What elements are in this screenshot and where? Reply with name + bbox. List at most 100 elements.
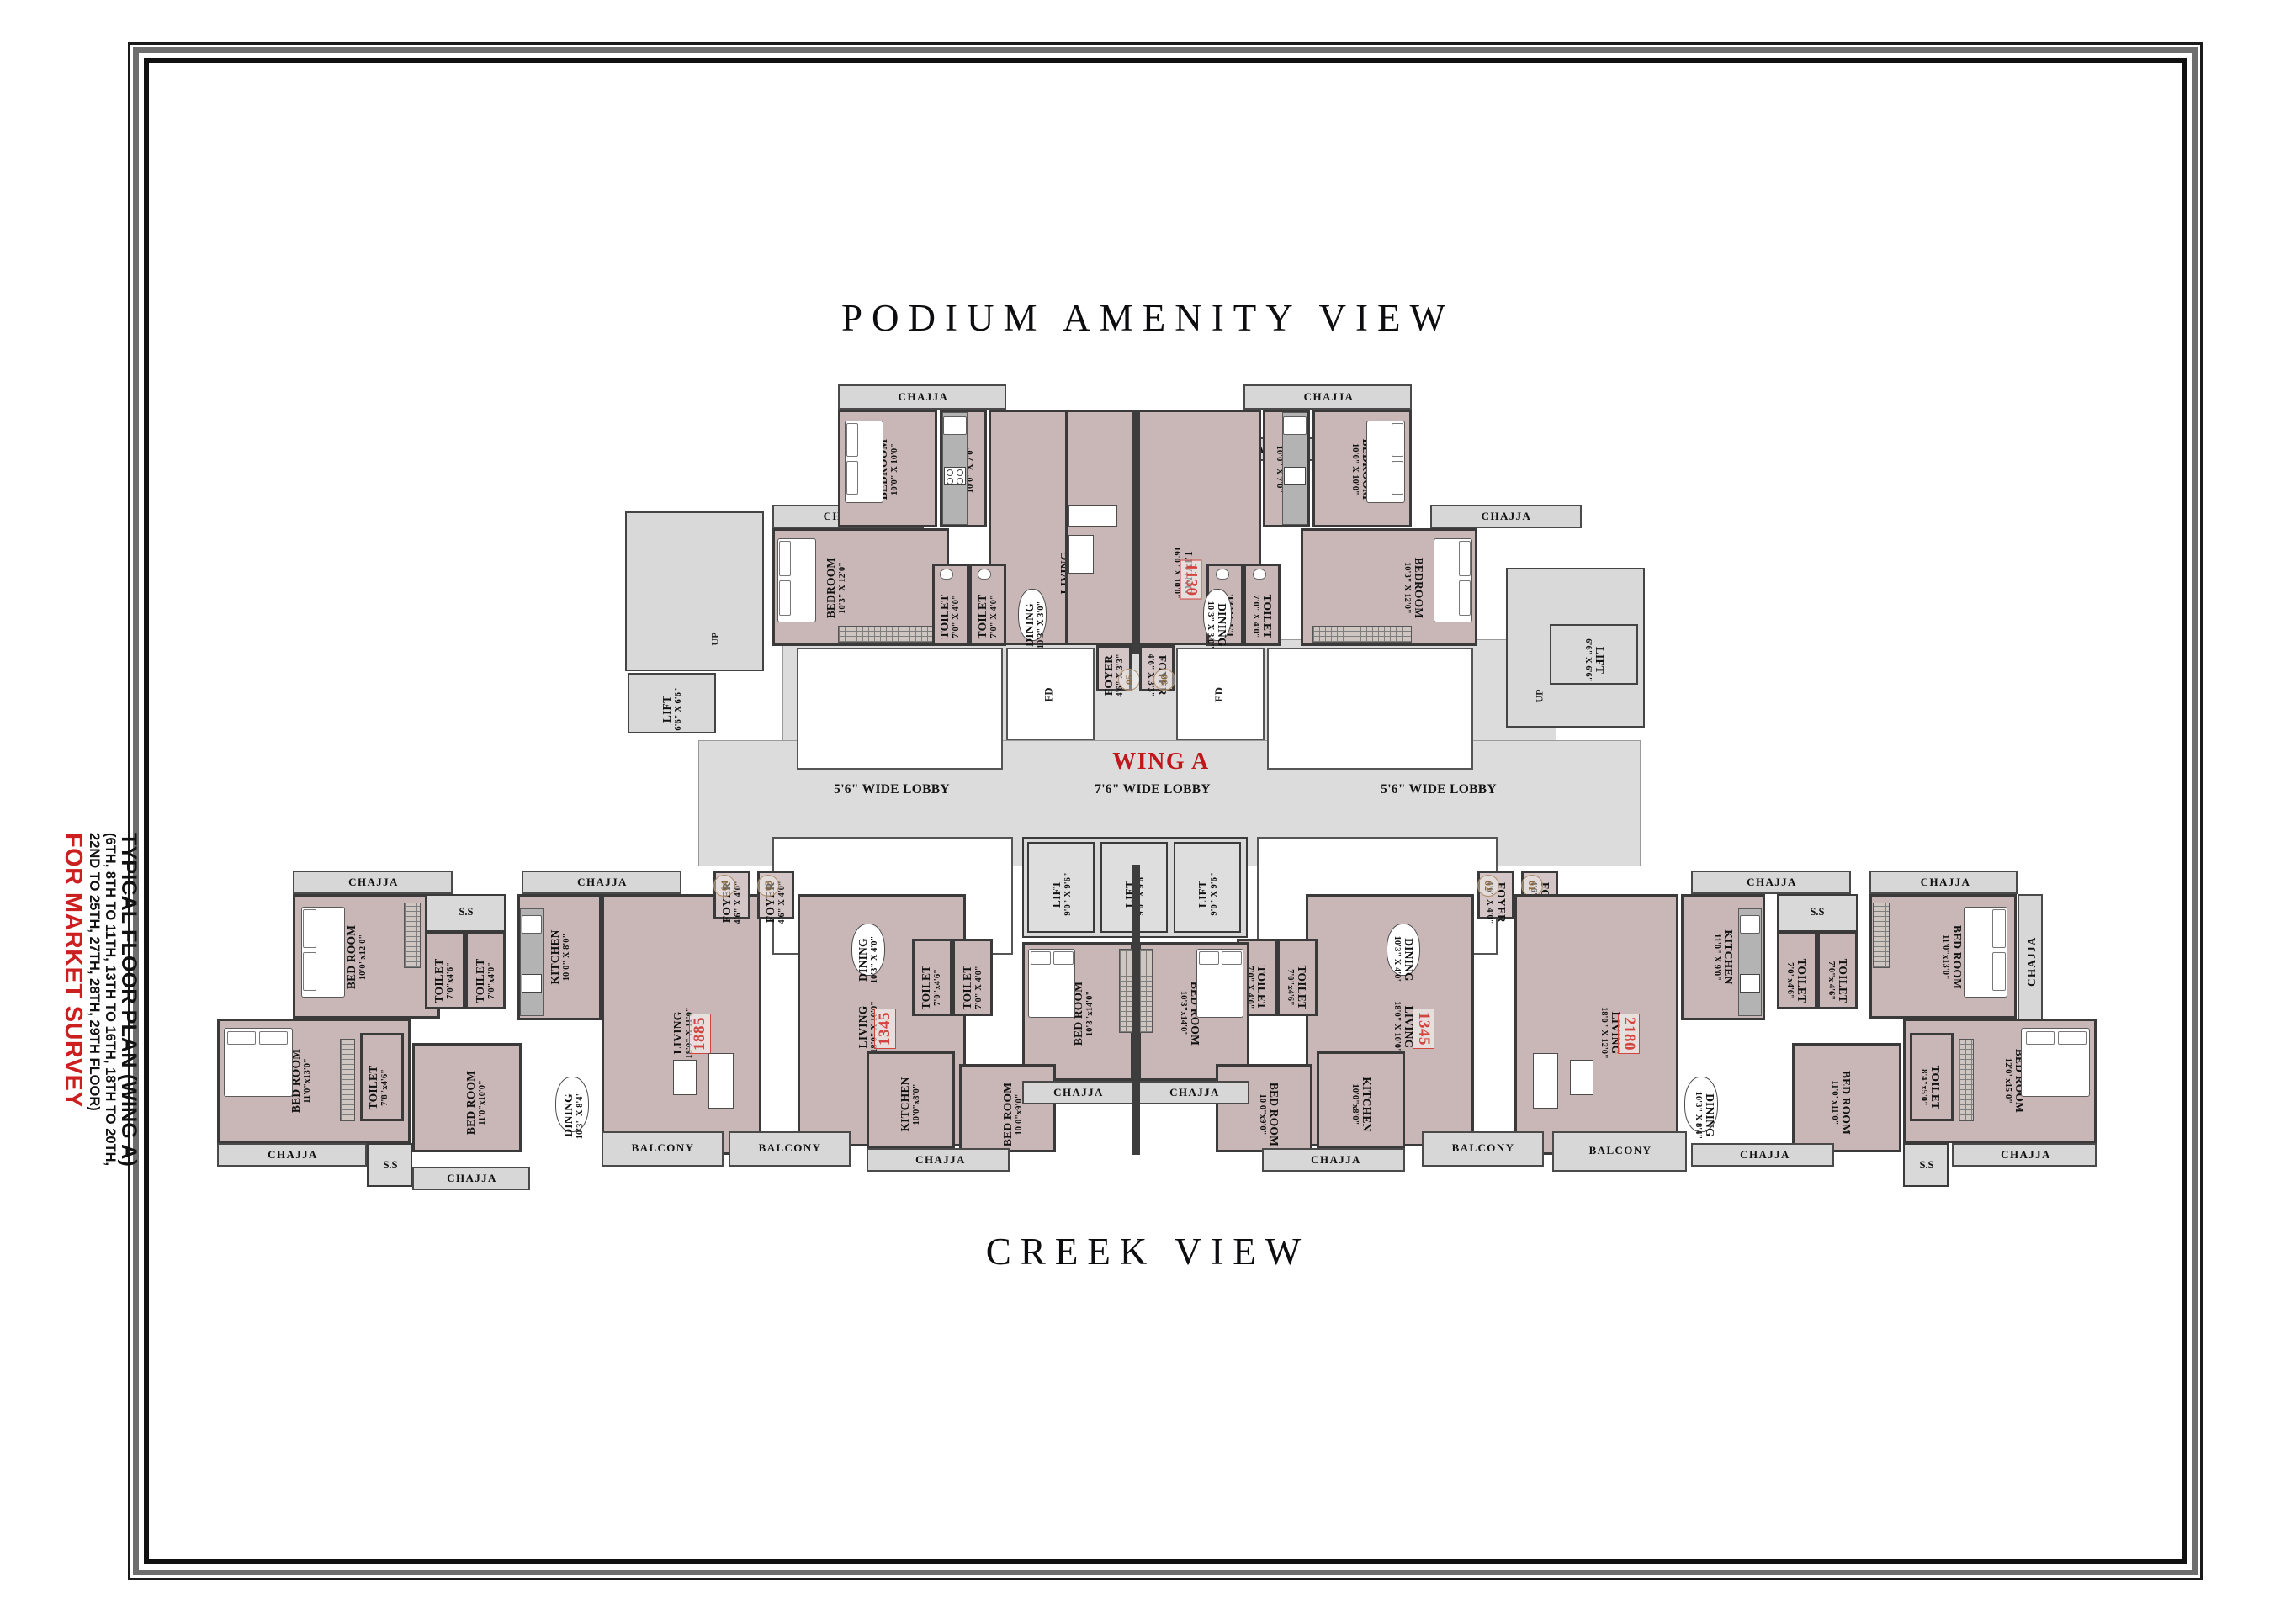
unit-06-foyer	[1139, 645, 1175, 691]
chajja-label: CHAJJA	[898, 390, 949, 403]
lift-1	[1027, 842, 1095, 933]
chajja-right-vertical	[2018, 894, 2043, 1024]
room-label-dining: DINING 10'3" X 8'4"	[562, 1091, 585, 1140]
unit-01-living	[1514, 894, 1678, 1155]
balcony-right-2	[1552, 1131, 1687, 1172]
service-shaft-upper-left	[425, 894, 506, 932]
service-shaft-bottom-left	[367, 1143, 412, 1187]
unit-01-area-badge: 2180	[1618, 1014, 1640, 1054]
pillow	[846, 461, 858, 495]
room-label-dining: DINING 10'3" X 3'0"	[1206, 601, 1228, 649]
wardrobe	[1873, 903, 1890, 968]
dining-table	[1684, 1077, 1718, 1132]
service-shaft-upper-right	[1777, 894, 1858, 932]
service-lift-left	[628, 673, 716, 733]
sofa	[1570, 1060, 1593, 1095]
unit-04-toilet-c	[360, 1033, 404, 1121]
wardrobe	[1119, 949, 1132, 1033]
unit-number-03: 03	[757, 875, 779, 897]
lobby-label-center: 7'6" WIDE LOBBY	[1095, 782, 1211, 797]
stove	[1284, 467, 1306, 485]
unit-04-toilet-b	[465, 932, 506, 1009]
chajja-bottom-6	[1262, 1148, 1405, 1172]
room-label-toilet: TOILET 7'0" X 4'0"	[976, 594, 999, 639]
chajja-label: CHAJJA	[348, 876, 399, 888]
unit-02-bedroom-b	[1216, 1064, 1312, 1152]
duct-label-fd: FD	[1042, 687, 1055, 702]
chajja-label: CHAJJA	[1303, 390, 1355, 403]
wardrobe	[1312, 626, 1412, 643]
room-label-kitchen: KITCHEN 10'0"x8'0"	[899, 1077, 921, 1132]
kitchen-sink	[1740, 915, 1760, 934]
pillow	[227, 1031, 256, 1045]
chajja-label: CHAJJA	[1740, 1148, 1790, 1161]
wing-label: WING A	[1112, 749, 1210, 775]
room-label-toilet: TOILET 7'0"x4'6"	[1785, 958, 1808, 1003]
service-shaft-label: S.S	[383, 1159, 398, 1171]
room-label-dining: DINING 10'3" X 4'0"	[1392, 935, 1415, 984]
sofa	[1068, 535, 1094, 574]
unit-04-bedroom-c	[412, 1043, 522, 1152]
unit-number-04: 04	[713, 875, 735, 897]
chajja-label: CHAJJA	[1481, 510, 1532, 522]
staircase-left	[625, 511, 764, 671]
chajja-bottom-5	[1138, 1081, 1249, 1104]
chajja-label: CHAJJA	[915, 1153, 966, 1166]
unit-01-toilet-b	[1817, 932, 1858, 1009]
open-void-upper-left	[797, 648, 1003, 770]
pillow	[779, 580, 791, 616]
chajja-label: CHAJJA	[2025, 936, 2038, 987]
balcony-label: BALCONY	[1588, 1144, 1652, 1157]
pillow	[1459, 580, 1471, 616]
water-closet	[1253, 569, 1266, 580]
balcony-left-2	[729, 1131, 851, 1167]
room-label-bedroom: BED ROOM 10'0"x9'0"	[1001, 1082, 1024, 1147]
lift-label-service-left: LIFT 6'6" X 6'6"	[660, 687, 683, 731]
room-label-bedroom: BED ROOM 10'0"x12'0"	[345, 924, 368, 990]
wardrobe	[404, 903, 421, 968]
structural-wall-center-vertical	[1132, 865, 1140, 1155]
unit-04-toilet-a	[425, 932, 465, 1009]
room-label-bedroom: BED ROOM 10'3"x14'0"	[1072, 981, 1095, 1046]
unit-02-area-badge: 1345	[1413, 1009, 1434, 1049]
stove	[522, 974, 542, 993]
service-shaft-label: S.S	[1810, 906, 1825, 918]
creek-view-title: CREEK VIEW	[985, 1231, 1311, 1273]
dining-table	[1387, 924, 1420, 976]
chajja-label: CHAJJA	[447, 1172, 497, 1184]
pillow	[259, 1031, 288, 1045]
unit-01-toilet-a	[1777, 932, 1817, 1009]
unit-03-foyer	[757, 871, 794, 919]
unit-04-foyer	[713, 871, 750, 919]
pillow	[303, 952, 316, 991]
unit-03-kitchen	[867, 1051, 955, 1148]
pillow	[1459, 541, 1471, 576]
room-label-dining: DINING 10'3" X 4'0"	[856, 935, 879, 984]
unit-01-toilet-c	[1910, 1033, 1954, 1121]
open-void-upper-right	[1267, 648, 1473, 770]
room-label-toilet: TOILET 7'0"x4'6"	[432, 958, 455, 1003]
lobby-label-left: 5'6" WIDE LOBBY	[834, 782, 950, 797]
service-shaft-label: S.S	[1919, 1159, 1934, 1171]
pillow	[2058, 1031, 2087, 1045]
lift-label-3: LIFT 9'0" X 9'6"	[1196, 872, 1219, 916]
chajja-top-right	[1243, 384, 1412, 410]
duct-fd	[1006, 648, 1095, 740]
chajja-label: CHAJJA	[1053, 1086, 1104, 1099]
balcony-right-1	[1422, 1131, 1544, 1167]
kitchen-sink	[1283, 416, 1307, 435]
chajja-bottom-2	[412, 1167, 530, 1190]
structural-wall-center-upper	[1132, 410, 1140, 654]
kitchen-sink	[943, 416, 967, 435]
chajja-lower-right-2	[1869, 871, 2018, 894]
sofa	[1533, 1053, 1558, 1109]
balcony-label: BALCONY	[1451, 1141, 1515, 1154]
dining-table	[1018, 589, 1047, 641]
burner	[947, 469, 953, 476]
room-label-dining: DINING 10'3" X 3'0"	[1023, 601, 1046, 649]
unit-number-02: 02	[1477, 875, 1499, 897]
room-label-dining: DINING 10'3" X 8'4"	[1694, 1091, 1716, 1140]
water-closet	[978, 569, 991, 580]
chajja-bottom-3	[867, 1148, 1010, 1172]
chajja-bottom-7	[1691, 1143, 1834, 1167]
